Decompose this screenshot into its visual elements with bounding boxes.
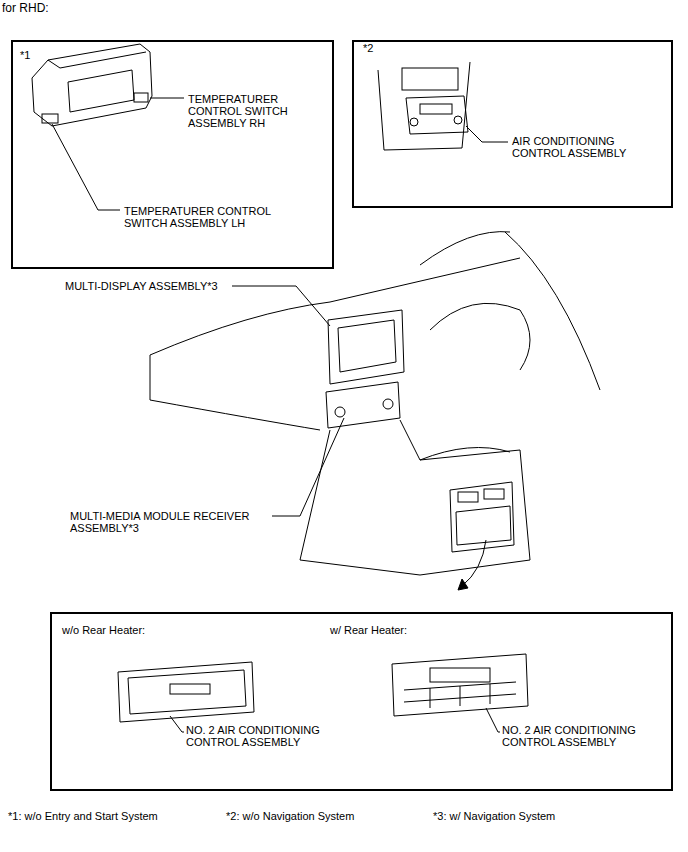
display-bezel (32, 44, 152, 126)
inset-frame: *1TEMPERATURER CONTROL SWITCH ASSEMBLY R… (11, 40, 334, 269)
inset-frame: w/o Rear Heater: NO. 2 AIR CONDITIONING C… (50, 612, 673, 791)
slider (170, 684, 210, 694)
multi-display (328, 310, 404, 384)
callout-number: *1 (20, 49, 30, 61)
leader-line (170, 716, 184, 732)
ac-display (420, 104, 452, 114)
multi-display-screen (338, 320, 396, 372)
leader-line (486, 708, 500, 732)
footnote: *1: w/o Entry and Start System (8, 810, 158, 822)
knob (335, 407, 345, 417)
leader-line (272, 418, 344, 516)
page-title: for RHD: (2, 2, 49, 14)
console-outline (378, 62, 470, 150)
part-label: MULTI-DISPLAY ASSEMBLY*3 (65, 280, 218, 292)
switch-rh (134, 93, 148, 102)
leader-line (52, 124, 120, 210)
display-screen (68, 70, 134, 112)
part-label: AIR CONDITIONING CONTROL ASSEMBLY (512, 135, 662, 159)
rear-console (420, 448, 514, 553)
footnote: *3: w/ Navigation System (433, 810, 555, 822)
part-label: TEMPERATURER CONTROL SWITCH ASSEMBLY RH (188, 93, 306, 129)
knob (454, 116, 462, 124)
leader-line (150, 98, 184, 99)
center-console (300, 420, 530, 575)
rear-control (456, 506, 511, 545)
knob (383, 399, 393, 409)
arrow-head (458, 579, 468, 590)
upper-vent (402, 68, 458, 90)
part-label: NO. 2 AIR CONDITIONING CONTROL ASSEMBLY (502, 724, 667, 748)
part-label: w/o Rear Heater: (62, 624, 145, 636)
no2-control-inner (128, 670, 246, 714)
rear-vent (484, 489, 504, 499)
no2-control-heater (392, 654, 528, 716)
part-label: NO. 2 AIR CONDITIONING CONTROL ASSEMBLY (186, 724, 351, 748)
part-label: TEMPERATURER CONTROL SWITCH ASSEMBLY LH (124, 205, 294, 229)
pointer-arrow (462, 540, 486, 586)
inset-frame: *2AIR CONDITIONING CONTROL ASSEMBLY (352, 40, 673, 208)
multi-media-panel (326, 382, 400, 428)
leader-line (232, 286, 330, 326)
footnote: *2: w/o Navigation System (226, 810, 354, 822)
display-top (48, 52, 146, 68)
windshield-pillar (420, 232, 600, 390)
rear-vent (458, 492, 478, 502)
leader-line (466, 126, 508, 142)
part-label: MULTI-MEDIA MODULE RECEIVER ASSEMBLY*3 (70, 510, 275, 534)
heater-buttons (404, 682, 516, 708)
switch-lh (42, 114, 58, 123)
callout-number: *2 (363, 42, 373, 54)
steering-wheel (430, 303, 530, 370)
part-label: w/ Rear Heater: (330, 624, 407, 636)
knob (410, 118, 418, 126)
ac-control-panel (406, 96, 468, 134)
no2-control-plain (118, 662, 254, 722)
heater-display (430, 668, 490, 682)
